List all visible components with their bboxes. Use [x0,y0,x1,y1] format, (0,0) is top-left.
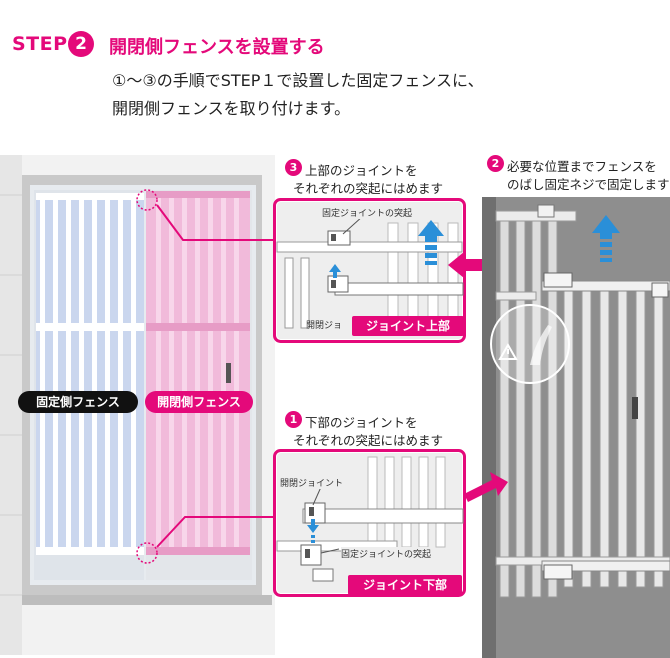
intro-line-1: ①〜③の手順でSTEP１で設置した固定フェンスに、 [112,71,484,90]
extended-fence-illustration [482,197,670,658]
step2-caption-line1: 必要な位置までフェンスを [507,159,657,174]
upper-joint-banner: ジョイント上部 [352,316,464,336]
step3-caption-line1: 上部のジョイントを [305,163,418,178]
step-title: 開閉側フェンスを設置する [109,37,325,58]
step1-number: 1 [285,411,302,428]
upper-joint-detail [273,198,466,343]
lower-fixed-protrusion-label: 固定ジョイントの突起 [341,547,432,560]
step-number-badge: 2 [68,31,94,57]
opening-fence-label: 開閉側フェンス [145,391,253,413]
step2-number: 2 [487,155,504,172]
step2-caption-line2: のばし固定ネジで固定します [507,177,670,192]
intro-line-2: 開閉側フェンスを取り付けます。 [112,99,351,118]
arrow-left-icon [448,252,486,278]
step3-caption-line2: それぞれの突起にはめます [293,181,444,196]
fixed-fence-label: 固定側フェンス [18,391,138,413]
upper-opening-joint-label: 開閉ジョ [306,321,343,331]
window-illustration [0,155,275,655]
step-word: STEP [12,33,68,55]
lower-opening-joint-label: 開閉ジョイント [280,476,344,489]
step1-caption-line2: それぞれの突起にはめます [293,433,444,448]
arrow-right-icon [464,472,508,502]
step3-number: 3 [285,159,302,176]
upper-fixed-protrusion-label: 固定ジョイントの突起 [322,206,413,219]
lower-joint-banner: ジョイント下部 [348,575,462,595]
step1-caption-line1: 下部のジョイントを [305,415,418,430]
